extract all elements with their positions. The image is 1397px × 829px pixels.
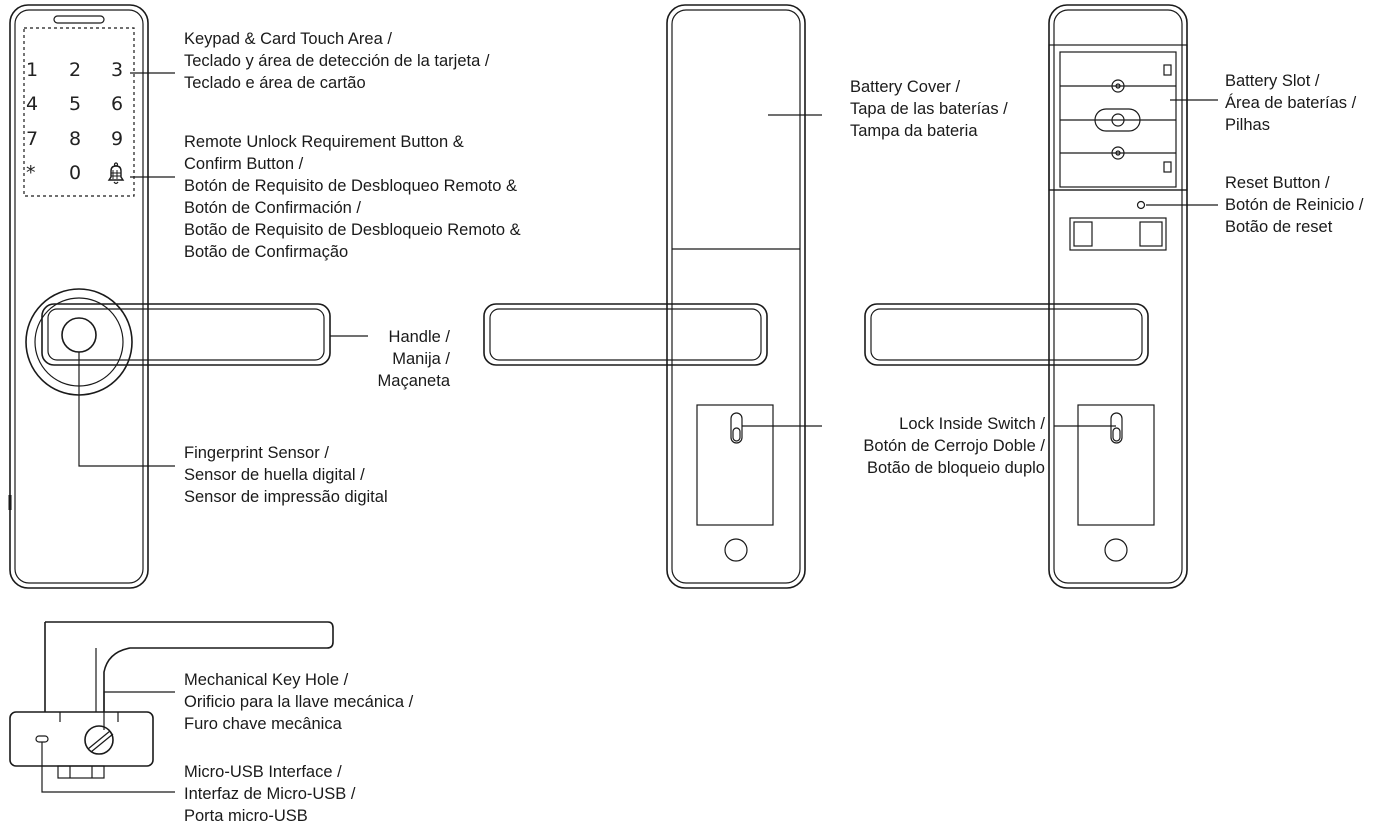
label-battery-cover: Battery Cover / Tapa de las baterías / Tam… xyxy=(850,76,1008,142)
label-key-hole: Mechanical Key Hole / Orificio para la ll… xyxy=(184,669,413,735)
label-battery-slot: Battery Slot / Área de baterías / Pilhas xyxy=(1225,70,1356,136)
label-line: Teclado e área de cartão xyxy=(184,74,366,92)
label-lock-inside: Lock Inside Switch / Botón de Cerrojo Dob… xyxy=(810,413,1045,479)
label-line: Pilhas xyxy=(1225,116,1270,134)
label-line: Interfaz de Micro-USB / xyxy=(184,785,356,803)
label-line: Micro-USB Interface / xyxy=(184,763,342,781)
label-line: Sensor de huella digital / xyxy=(184,466,365,484)
keypad-key[interactable]: 3 xyxy=(111,59,124,81)
label-line: Battery Cover / xyxy=(850,78,961,96)
leader-fingerprint xyxy=(78,352,175,467)
speaker-slot xyxy=(53,15,105,24)
label-micro-usb: Micro-USB Interface / Interfaz de Micro-U… xyxy=(184,761,355,827)
bell-icon[interactable] xyxy=(103,161,129,192)
keypad-key[interactable]: * xyxy=(26,162,36,184)
label-line: Tampa da bateria xyxy=(850,122,978,140)
middle-handle xyxy=(483,303,768,366)
keypad-key[interactable]: 1 xyxy=(26,59,39,81)
side-view-lock xyxy=(9,621,334,779)
keypad-key[interactable]: 0 xyxy=(69,162,82,184)
label-line: Porta micro-USB xyxy=(184,807,308,825)
keypad-key[interactable]: 9 xyxy=(111,128,124,150)
label-line: Manija / xyxy=(392,350,450,368)
label-remote-unlock: Remote Unlock Requirement Button & Confir… xyxy=(184,131,521,263)
battery-compartment xyxy=(1048,44,1188,191)
label-line: Maçaneta xyxy=(377,372,450,390)
label-line: Remote Unlock Requirement Button & xyxy=(184,133,464,151)
label-line: Botão de Confirmação xyxy=(184,243,349,261)
label-keypad-area: Keypad & Card Touch Area / Teclado y área… xyxy=(184,28,489,94)
middle-keyhole xyxy=(724,538,748,562)
keypad-key[interactable]: 6 xyxy=(111,93,124,115)
label-line: Sensor de impressão digital xyxy=(184,488,388,506)
label-line: Battery Slot / xyxy=(1225,72,1320,90)
label-line: Tapa de las baterías / xyxy=(850,100,1008,118)
label-line: Botão de bloqueio duplo xyxy=(867,459,1045,477)
label-line: Lock Inside Switch / xyxy=(899,415,1045,433)
leader-micro-usb xyxy=(41,742,175,793)
keypad-key[interactable]: 4 xyxy=(26,93,39,115)
label-line: Botón de Reinicio / xyxy=(1225,196,1364,214)
label-fingerprint: Fingerprint Sensor / Sensor de huella dig… xyxy=(184,442,388,508)
keypad-key[interactable]: 8 xyxy=(69,128,82,150)
label-line: Handle / xyxy=(388,328,450,346)
label-line: Área de baterías / xyxy=(1225,94,1357,112)
keypad-touch-area xyxy=(23,27,135,197)
right-handle xyxy=(864,303,1149,366)
keypad-key[interactable]: 2 xyxy=(69,59,82,81)
label-line: Furo chave mecânica xyxy=(184,715,342,733)
fingerprint-sensor xyxy=(61,317,97,353)
label-line: Botón de Requisito de Desbloqueo Remoto … xyxy=(184,177,517,195)
mechanical-key-hole xyxy=(84,725,114,755)
label-line: Mechanical Key Hole / xyxy=(184,671,349,689)
micro-usb-port xyxy=(35,735,49,743)
reset-button xyxy=(1136,200,1146,210)
keypad-key[interactable]: 7 xyxy=(26,128,39,150)
side-view-base xyxy=(9,711,154,767)
switch-plate xyxy=(696,404,774,526)
right-keyhole xyxy=(1104,538,1128,562)
label-line: Reset Button / xyxy=(1225,174,1330,192)
label-line: Orificio para la llave mecánica / xyxy=(184,693,414,711)
leader-key-hole xyxy=(103,691,175,730)
front-lock-body xyxy=(8,4,331,589)
label-line: Botão de Requisito de Desbloqueio Remoto… xyxy=(184,221,521,239)
label-line: Botón de Cerrojo Doble / xyxy=(863,437,1045,455)
label-reset: Reset Button / Botón de Reinicio / Botão d… xyxy=(1225,172,1364,238)
motor-block xyxy=(1069,217,1167,251)
label-line: Keypad & Card Touch Area / xyxy=(184,30,392,48)
label-line: Confirm Button / xyxy=(184,155,304,173)
middle-lock-body xyxy=(483,4,806,589)
label-line: Botón de Confirmación / xyxy=(184,199,362,217)
label-handle: Handle / Manija / Maçaneta xyxy=(362,326,450,392)
label-line: Botão de reset xyxy=(1225,218,1333,236)
label-line: Teclado y área de detección de la tarjet… xyxy=(184,52,490,70)
keypad-key[interactable]: 5 xyxy=(69,93,82,115)
right-lock-body xyxy=(864,4,1188,589)
label-line: Fingerprint Sensor / xyxy=(184,444,329,462)
front-handle xyxy=(41,303,331,366)
lock-inside-switch xyxy=(732,427,741,442)
